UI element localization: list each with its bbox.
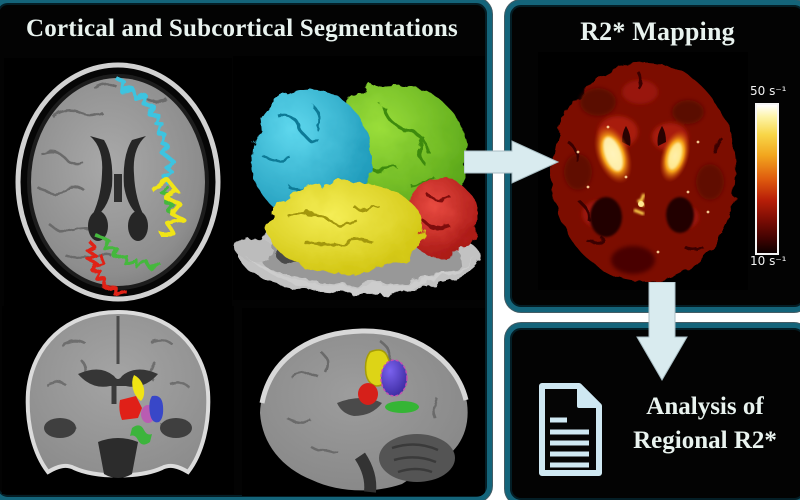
segmentation-panel-title: Cortical and Subcortical Segmentations <box>26 15 458 42</box>
analysis-caption-line2: Regional R2* <box>633 427 777 454</box>
arrow-down-icon <box>636 281 688 382</box>
segmentation-panel: Cortical and Subcortical Segmentations <box>0 0 492 500</box>
colorbar-max-label: 50 s⁻¹ <box>750 84 787 98</box>
arrow-right-icon <box>463 139 560 185</box>
brain-3d-lobe-surface-image <box>233 56 485 300</box>
r2-mapping-panel-title: R2* Mapping <box>580 17 735 46</box>
document-report-icon <box>534 381 608 478</box>
r2-map-axial-image <box>538 52 748 290</box>
coronal-mri-subcortical-image <box>2 306 234 494</box>
analysis-caption: Analysis of Regional R2* <box>605 390 800 458</box>
colorbar-min-label: 10 s⁻¹ <box>750 254 787 268</box>
sagittal-mri-subcortical-3d-image <box>242 308 485 496</box>
r2-colorbar <box>755 103 779 255</box>
axial-mri-cortical-contours-image <box>4 58 232 306</box>
analysis-caption-line1: Analysis of <box>646 393 764 420</box>
